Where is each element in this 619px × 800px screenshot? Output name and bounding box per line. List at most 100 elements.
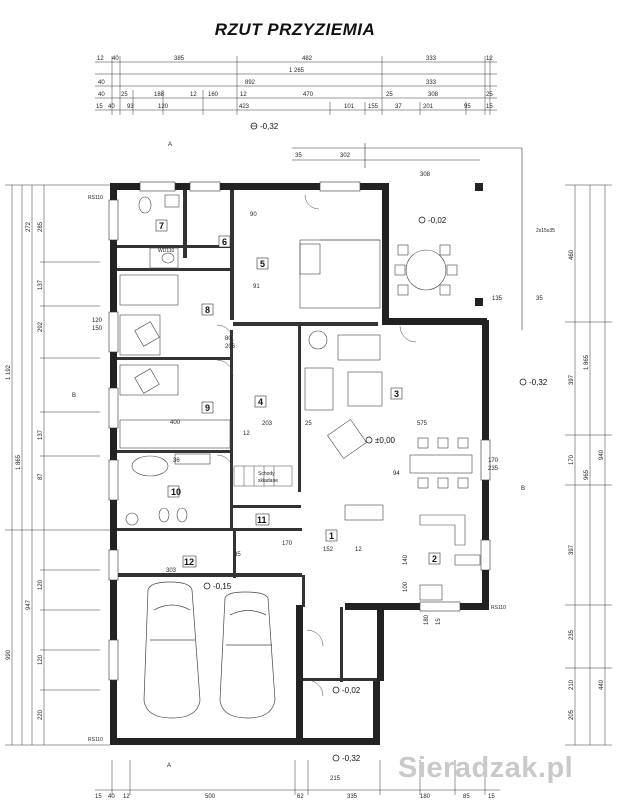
dimension-label: 170 [569, 454, 575, 465]
dimension-label: 205 [569, 709, 575, 720]
dimension-label: 15 [95, 794, 102, 800]
dimension-label: 302 [340, 153, 351, 159]
dimension-label: 100 [403, 581, 409, 592]
left-dimension-lines [5, 184, 110, 746]
dimension-label: 940 [599, 449, 605, 460]
dimension-label: 140 [403, 554, 409, 565]
level-entry: -0,02 [342, 686, 361, 695]
dim-top-r5-1: 15 [96, 104, 103, 110]
dim-top-r4-4: 12 [190, 92, 197, 98]
dimension-label: 120 [38, 654, 44, 665]
room-10-fixtures [125, 453, 211, 526]
dimension-label: 15 [488, 794, 495, 800]
dimension-label: 35 [234, 552, 241, 558]
stairs-label-2: składane [258, 478, 278, 484]
label-rs-bottom: RS110 [88, 737, 103, 743]
dimension-label: 235 [488, 466, 499, 472]
dimension-label: 90 [250, 212, 257, 218]
left-dimension-texts: 1 192 990 1 865 272 285 137 292 137 87 1… [6, 221, 44, 720]
stairs-label-1: Schody [258, 471, 275, 477]
dimension-label: 397 [569, 374, 575, 385]
dim-top-r4-6: 12 [240, 92, 247, 98]
dimension-label: 460 [569, 249, 575, 260]
dim-top-r4-5: 160 [208, 92, 219, 98]
room-11-number: 11 [257, 515, 267, 525]
room-4-number: 4 [258, 397, 263, 407]
dimension-label: 1 865 [16, 454, 22, 470]
dimension-label: 152 [323, 547, 334, 553]
dim-top-r5-8: 37 [395, 104, 402, 110]
room-3-number: 3 [394, 389, 399, 399]
room-7-fixtures [138, 194, 180, 269]
dimension-label: -0,32 [260, 122, 279, 131]
dimension-label: 120 [38, 579, 44, 590]
room-1-number: 1 [329, 531, 334, 541]
dimension-label: 12 [243, 431, 250, 437]
dim-top-r5-4: 120 [158, 104, 169, 110]
dimension-label: 397 [569, 544, 575, 555]
right-dimension-texts: 460 397 170 397 235 210 205 1 865 965 44… [569, 249, 605, 720]
dim-top-r4-1: 40 [98, 92, 105, 98]
room-2-number: 2 [432, 554, 437, 564]
room-9-furniture [119, 364, 231, 449]
section-a-bottom: A [167, 763, 171, 769]
dim-top-r5-7: 155 [368, 104, 379, 110]
level-bottom: -0,32 [342, 754, 361, 763]
level-floor: ±0,00 [375, 436, 396, 445]
dimension-label: 80 [225, 336, 232, 342]
dimension-label: 12 [355, 547, 362, 553]
dimension-label: 400 [170, 420, 181, 426]
dimension-label: 947 [26, 599, 32, 610]
dimension-label: 210 [569, 679, 575, 690]
dimension-label: 1 865 [584, 354, 590, 370]
living-furniture [304, 330, 481, 601]
section-b-right: B [521, 486, 525, 492]
label-rs-right: RS110 [491, 605, 506, 611]
dimension-label: 308 [420, 172, 431, 178]
section-a-top: A [168, 142, 172, 148]
interior-dimension-texts: 135 35 575 203 25 12 94 170 235 303 152 … [92, 212, 543, 782]
dim-top-r3-1: 40 [98, 80, 105, 86]
dimension-label: 40 [108, 794, 115, 800]
watermark-logo: Sieradzak.pl [398, 752, 574, 784]
bottom-dimension-texts: 15 40 12 500 62 335 180 85 15 [95, 794, 495, 800]
dimension-label: 206 [225, 344, 236, 350]
top-dimension-lines [95, 56, 497, 115]
dimension-label: 220 [38, 709, 44, 720]
stairs-symbol [233, 465, 293, 487]
dimension-label: 180 [424, 614, 430, 625]
terrace-outline: 302 35 308 [292, 143, 523, 330]
room-numbers: 7 6 5 8 3 4 9 10 11 1 2 12 [155, 219, 441, 568]
dimension-label: 575 [417, 421, 428, 427]
dimension-label: 215 [330, 776, 341, 782]
dim-top-r5-5: 423 [239, 104, 250, 110]
dimension-label: 990 [6, 649, 12, 660]
dimension-label: 180 [420, 794, 431, 800]
dimension-label: 285 [38, 221, 44, 232]
dimension-label: 965 [584, 469, 590, 480]
dim-top-r3-2: 892 [245, 80, 256, 86]
dimension-label: 292 [38, 321, 44, 332]
dimension-label: 303 [166, 568, 177, 574]
interior-walls [117, 190, 378, 682]
dim-top-6: 12 [486, 56, 493, 62]
room-8-number: 8 [205, 305, 210, 315]
garage-cars [143, 581, 276, 719]
windows [108, 181, 491, 681]
level-marks: -0,02 -0,32 ±0,00 -0,15 -0,02 -0,32 [203, 216, 548, 763]
dim-top-r4-7: 470 [303, 92, 314, 98]
room-5-furniture [299, 239, 381, 309]
terrace-table [394, 244, 458, 296]
dimension-label: 272 [26, 221, 32, 232]
dimension-label: 150 [92, 326, 103, 332]
dimension-label: 62 [297, 794, 304, 800]
level-mark-top: -0,32 [250, 122, 279, 131]
room-6-number: 6 [222, 237, 227, 247]
dim-top-r4-2: 25 [121, 92, 128, 98]
room-8-furniture [119, 274, 179, 356]
room-10-number: 10 [171, 487, 181, 497]
dim-top-r5-2: 40 [108, 104, 115, 110]
room-5-number: 5 [260, 259, 265, 269]
dimension-label: 137 [38, 279, 44, 290]
dim-top-r5-10: 95 [464, 104, 471, 110]
